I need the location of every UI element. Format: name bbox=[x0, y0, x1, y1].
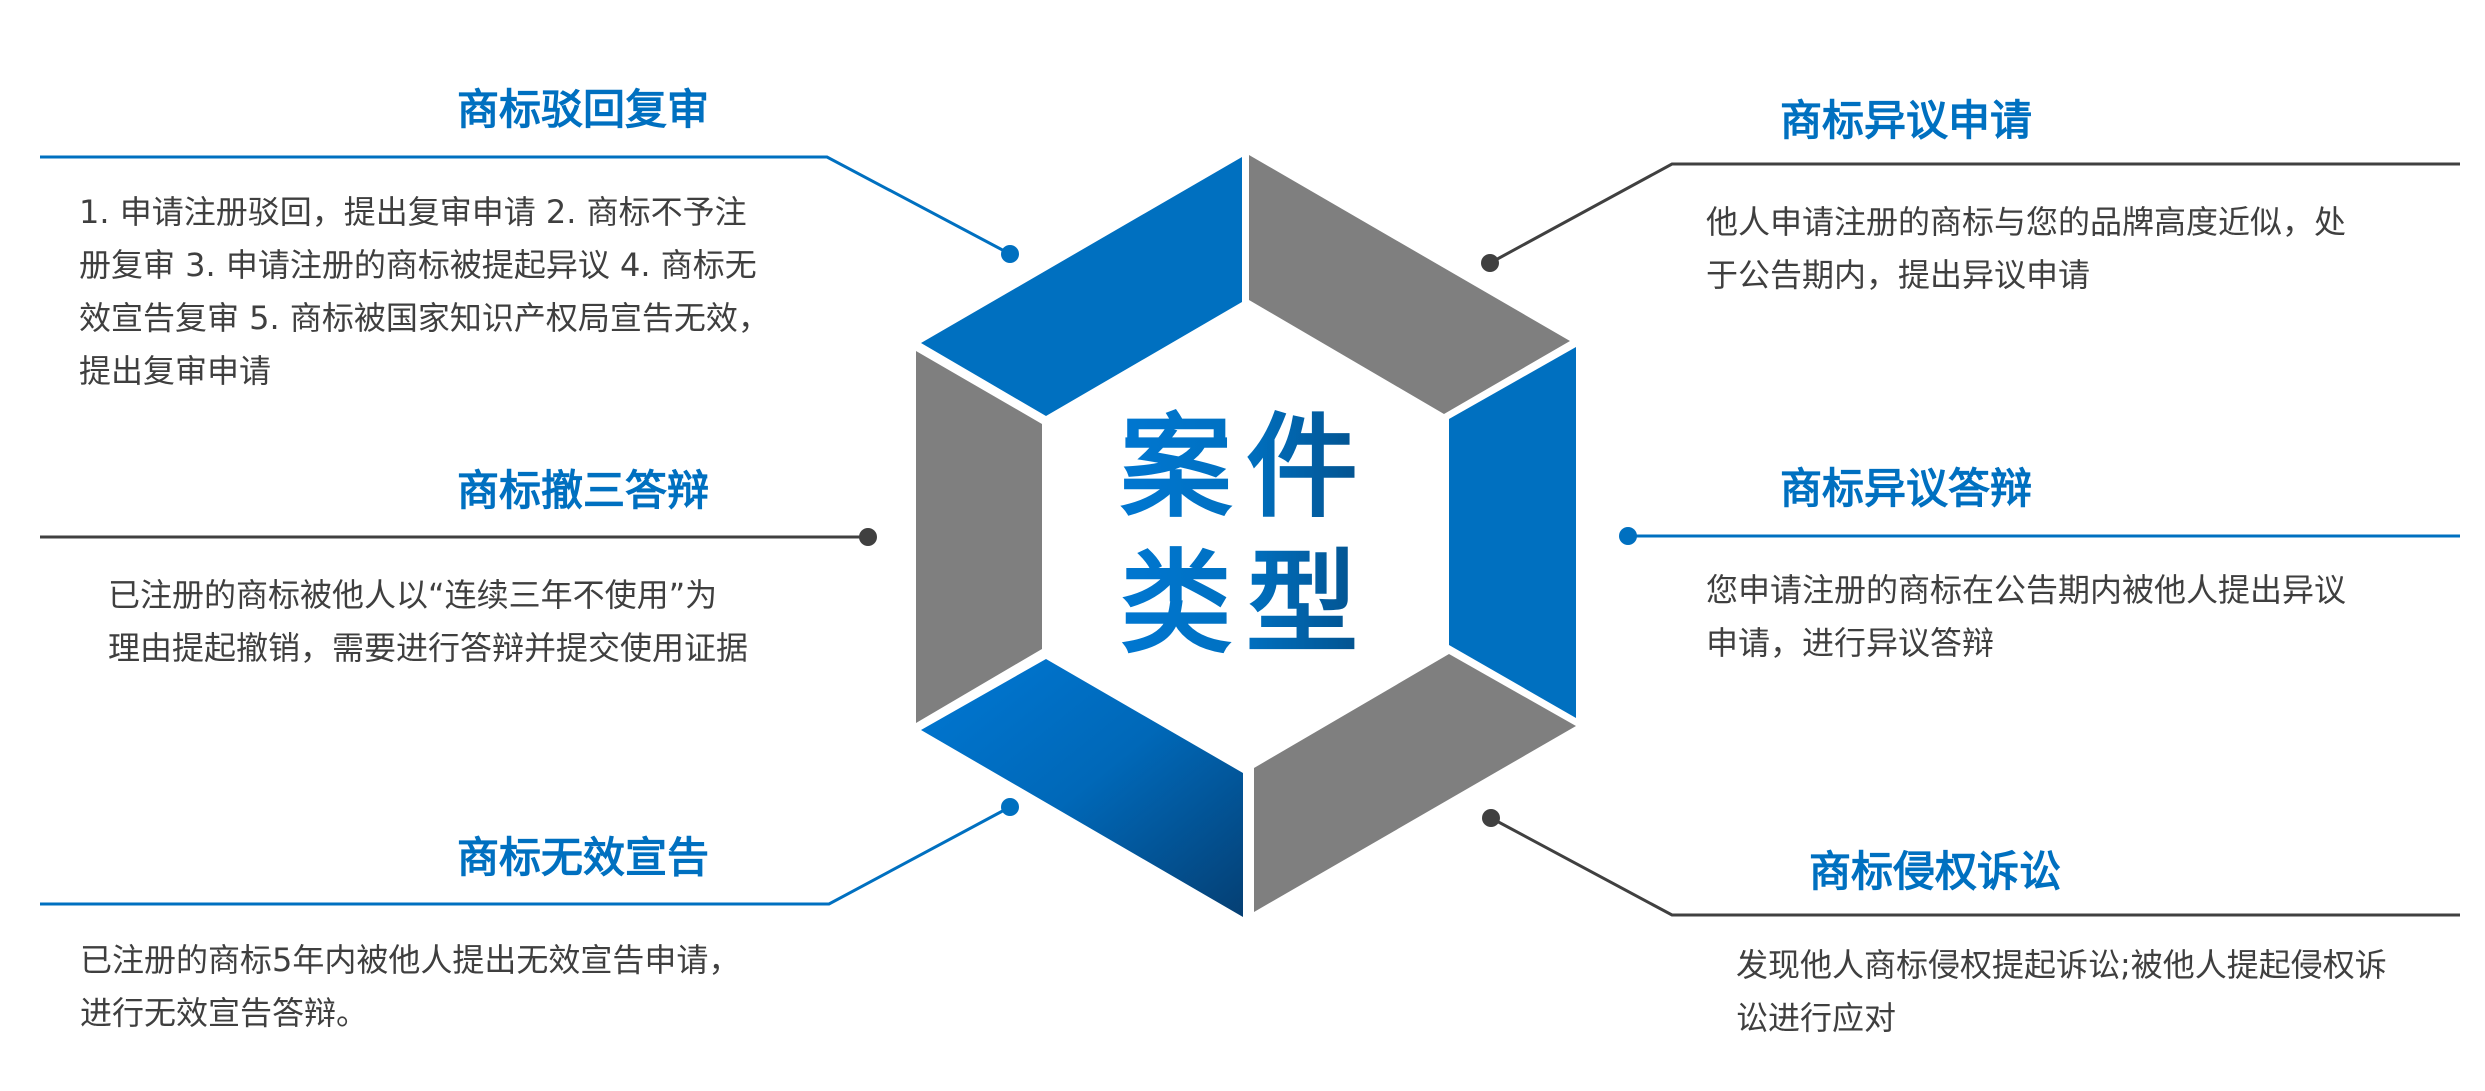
hex-segment-top-right bbox=[1249, 155, 1570, 414]
connector-dot bbox=[1482, 809, 1500, 827]
hex-segment-right bbox=[1449, 347, 1576, 718]
center-title-line2: 类型 bbox=[1096, 539, 1396, 669]
connector-dot bbox=[859, 528, 877, 546]
desc-line: 册复审 3. 申请注册的商标被提起异议 4. 商标无 bbox=[79, 246, 757, 284]
desc-line: 1. 申请注册驳回，提出复审申请 2. 商标不予注 bbox=[79, 193, 747, 231]
desc-line: 已注册的商标被他人以“连续三年不使用”为 bbox=[108, 576, 718, 614]
desc-line: 您申请注册的商标在公告期内被他人提出异议 bbox=[1706, 571, 2347, 609]
item-title-opposition-filing: 商标异议申请 bbox=[1779, 96, 2032, 145]
hex-segment-left bbox=[916, 351, 1042, 723]
item-title-rejection-review: 商标驳回复审 bbox=[456, 85, 709, 134]
item-desc-infringement-litigation: 发现他人商标侵权提起诉讼;被他人提起侵权诉 讼进行应对 bbox=[1736, 939, 2387, 1045]
hex-segment-bottom-right bbox=[1254, 654, 1576, 912]
hex-segment-bottom-left bbox=[921, 659, 1243, 917]
connector-bottom-right bbox=[1490, 816, 2460, 917]
connector-top-right bbox=[1489, 162, 2460, 265]
connector-dot bbox=[1481, 254, 1499, 272]
item-title-invalidation: 商标无效宣告 bbox=[456, 833, 709, 882]
connector-top-left bbox=[40, 155, 1011, 256]
hex-segment-top-left bbox=[921, 157, 1242, 416]
connector-dot bbox=[1001, 798, 1019, 816]
connector-dot bbox=[1001, 245, 1019, 263]
desc-line: 他人申请注册的商标与您的品牌高度近似，处 bbox=[1706, 203, 2347, 241]
desc-line: 效宣告复审 5. 商标被国家知识产权局宣告无效， bbox=[79, 299, 770, 337]
desc-line: 讼进行应对 bbox=[1736, 999, 1897, 1037]
center-title-line1: 案件 bbox=[1096, 403, 1396, 533]
item-title-non-use-cancellation: 商标撤三答辩 bbox=[456, 466, 709, 515]
item-title-opposition-response: 商标异议答辩 bbox=[1779, 464, 2032, 513]
connector-bottom-left bbox=[40, 805, 1011, 906]
desc-line: 理由提起撤销，需要进行答辩并提交使用证据 bbox=[108, 629, 749, 667]
item-title-infringement-litigation: 商标侵权诉讼 bbox=[1808, 847, 2061, 896]
item-desc-rejection-review: 1. 申请注册驳回，提出复审申请 2. 商标不予注 册复审 3. 申请注册的商标… bbox=[79, 186, 770, 398]
connector-dot bbox=[1619, 527, 1637, 545]
desc-line: 于公告期内，提出异议申请 bbox=[1706, 256, 2091, 294]
desc-line: 发现他人商标侵权提起诉讼;被他人提起侵权诉 bbox=[1736, 946, 2387, 984]
item-desc-invalidation: 已注册的商标5年内被他人提出无效宣告申请， 进行无效宣告答辩。 bbox=[80, 934, 740, 1040]
desc-line: 进行无效宣告答辩。 bbox=[80, 994, 369, 1032]
item-desc-non-use-cancellation: 已注册的商标被他人以“连续三年不使用”为 理由提起撤销，需要进行答辩并提交使用证… bbox=[108, 569, 748, 675]
desc-line: 提出复审申请 bbox=[79, 352, 272, 390]
desc-line: 申请，进行异议答辩 bbox=[1706, 624, 1995, 662]
item-desc-opposition-response: 您申请注册的商标在公告期内被他人提出异议 申请，进行异议答辩 bbox=[1706, 564, 2346, 670]
desc-line: 已注册的商标5年内被他人提出无效宣告申请， bbox=[80, 941, 741, 979]
item-desc-opposition-filing: 他人申请注册的商标与您的品牌高度近似，处 于公告期内，提出异议申请 bbox=[1706, 196, 2346, 302]
